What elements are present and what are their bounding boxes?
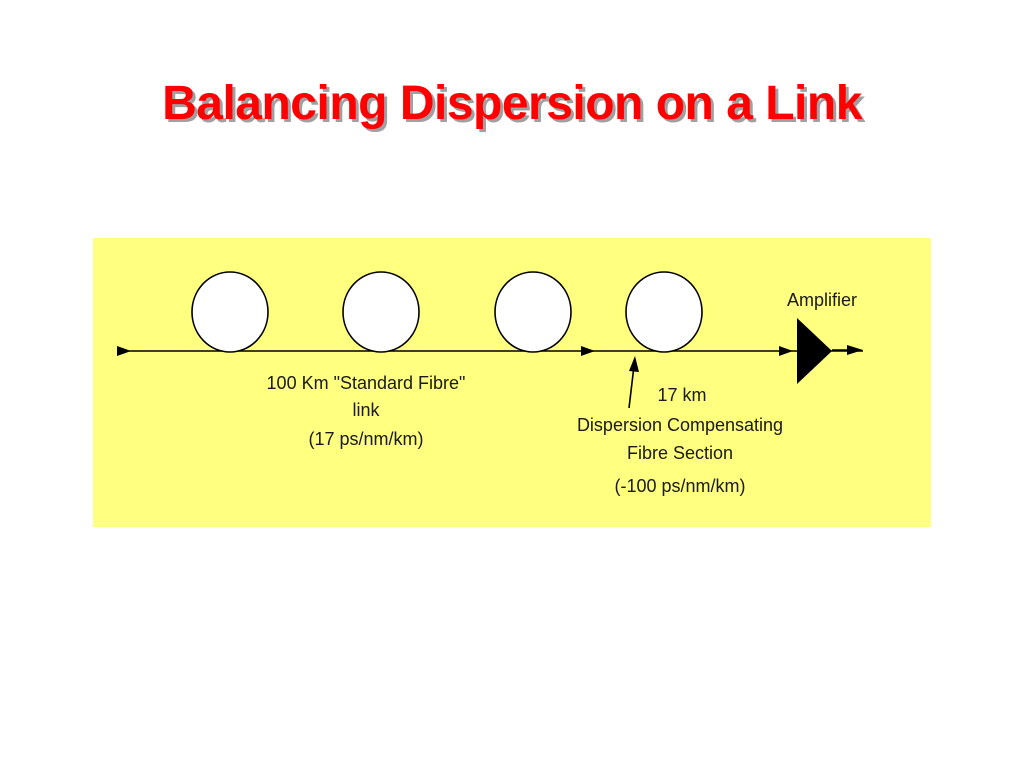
amplifier-label: Amplifier	[787, 290, 857, 310]
compensation-pointer-line	[628, 365, 635, 409]
diagram-canvas: Amplifier 100 Km "Standard Fibre" link (…	[117, 271, 863, 496]
compensation-pointer-arrowhead-icon	[629, 356, 639, 372]
standard-fibre-link-label: link	[352, 400, 380, 420]
compensating-fibre-coil-icon	[625, 271, 703, 353]
compensating-fibre-section-label: Fibre Section	[627, 443, 733, 463]
output-arrowhead-icon	[847, 345, 863, 355]
standard-fibre-dispersion-label: (17 ps/nm/km)	[308, 429, 423, 449]
amplifier-icon	[797, 318, 832, 384]
standard-fibre-coil-icon-1	[191, 271, 269, 353]
amplifier-input-arrowhead-icon	[779, 346, 793, 356]
compensating-fibre-length-label: 17 km	[657, 385, 706, 405]
dispersion-diagram: Amplifier 100 Km "Standard Fibre" link (…	[93, 238, 931, 527]
standard-fibre-length-label: 100 Km "Standard Fibre"	[267, 373, 466, 393]
input-arrowhead-icon	[117, 346, 131, 356]
compensating-fibre-type-label: Dispersion Compensating	[577, 415, 783, 435]
standard-fibre-coil-icon-3	[494, 271, 572, 353]
standard-fibre-coil-icon-2	[342, 271, 420, 353]
mid-arrowhead-icon	[581, 346, 595, 356]
compensating-fibre-dispersion-label: (-100 ps/nm/km)	[614, 476, 745, 496]
slide-title: Balancing Dispersion on a Link	[162, 77, 862, 130]
